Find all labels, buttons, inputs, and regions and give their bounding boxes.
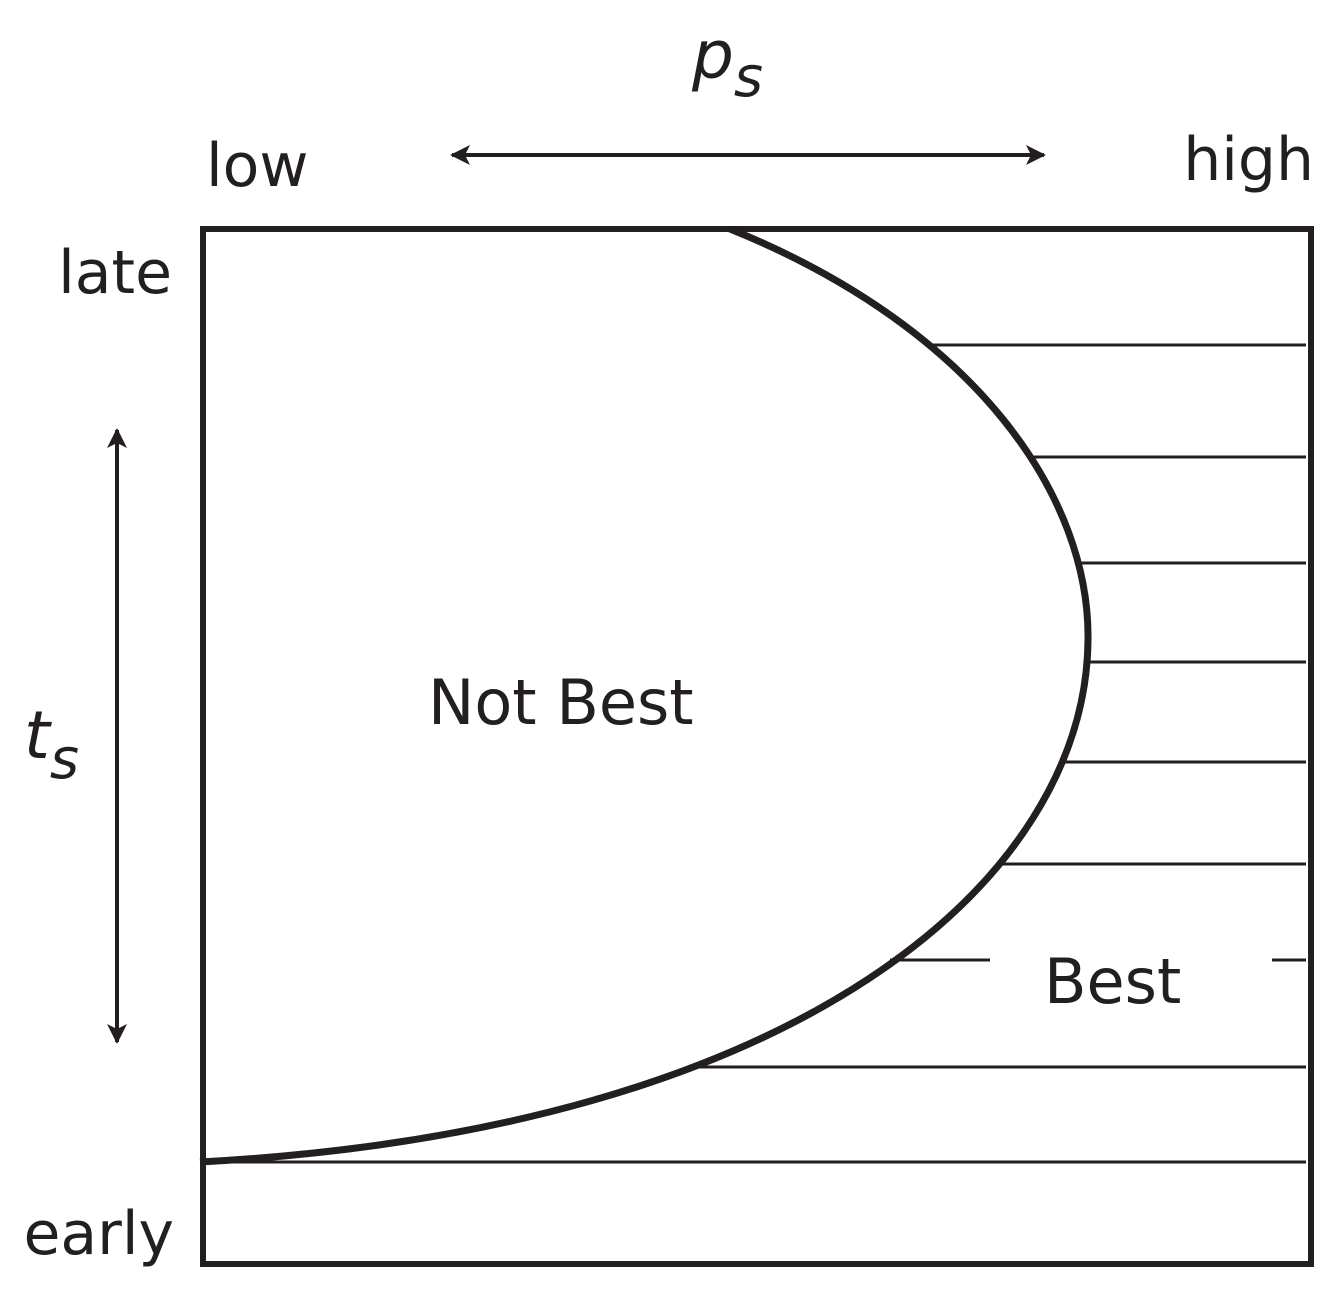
x-axis-high-label: high — [1183, 125, 1314, 195]
y-axis-top-label: late — [58, 238, 172, 308]
boundary-curve — [199, 225, 1092, 1166]
x-axis-variable-letter: p — [691, 17, 734, 94]
y-axis-bottom-label: early — [23, 1199, 174, 1269]
y-axis-variable-letter: t — [24, 697, 52, 774]
x-axis-variable: ps — [691, 17, 763, 110]
best-region-hatching — [200, 343, 1306, 1164]
x-axis-low-label: low — [206, 131, 308, 201]
best-region-label: Best — [1044, 945, 1181, 1018]
not-best-region-label: Not Best — [428, 666, 694, 739]
diagram-frame — [200, 226, 1314, 1267]
y-axis-variable-subscript: s — [50, 727, 79, 792]
x-axis-variable-subscript: s — [734, 45, 763, 110]
y-axis-variable: ts — [24, 697, 79, 792]
